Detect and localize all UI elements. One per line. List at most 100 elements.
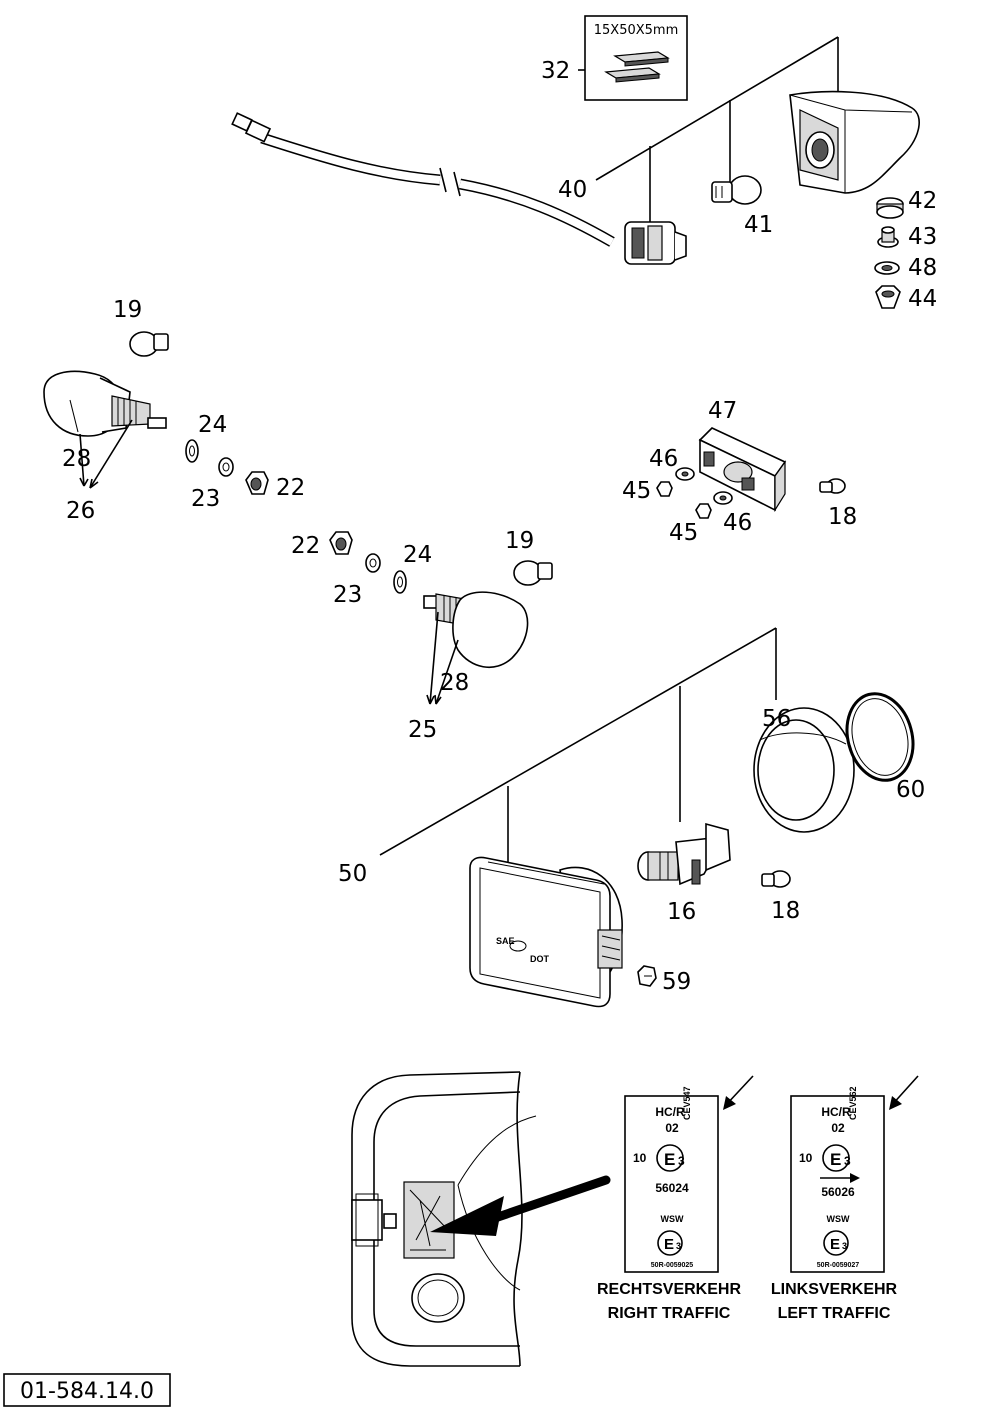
- label-e-right: E: [664, 1150, 675, 1169]
- screw-59: [637, 965, 657, 987]
- part-label-50: 50: [338, 861, 367, 887]
- seal-ring-60: [845, 692, 915, 782]
- bushing-43: [877, 226, 899, 248]
- label-approval-right: 56024: [655, 1181, 689, 1195]
- label-e-left: E: [830, 1150, 841, 1169]
- part-label-28-upper: 28: [62, 446, 91, 472]
- nut-44: [875, 285, 901, 309]
- lock-washer-23-lower: [365, 553, 381, 573]
- label-bottom-code-right: 50R-0059025: [651, 1262, 694, 1269]
- part-label-46-upper: 46: [649, 446, 678, 472]
- part-label-56: 56: [762, 706, 791, 732]
- part-label-45-lower: 45: [669, 520, 698, 546]
- part-label-44: 44: [908, 286, 937, 312]
- part-label-23-upper: 23: [191, 486, 220, 512]
- license-light-47: [698, 427, 787, 513]
- part-label-47: 47: [708, 398, 737, 424]
- part-label-18-upper: 18: [828, 504, 857, 530]
- caption-de-right: RECHTSVERKEHR: [597, 1281, 741, 1298]
- label-approval-left: 56026: [821, 1185, 855, 1199]
- label-three2-left: 3: [842, 1241, 847, 1251]
- foam-pad-upper: [613, 51, 670, 67]
- caption-en-left: LEFT TRAFFIC: [778, 1305, 891, 1322]
- drawing-code-box: 01-584.14.0: [3, 1373, 171, 1407]
- tail-light-housing: [789, 90, 920, 194]
- nut-45-lower: [695, 503, 712, 519]
- part-label-42: 42: [908, 188, 937, 214]
- part-label-19-upper: 19: [113, 297, 142, 323]
- bulb-19-lower: [513, 560, 553, 586]
- nut-45-upper: [656, 481, 673, 497]
- drawing-code: 01-584.14.0: [20, 1379, 154, 1404]
- part-label-23-lower: 23: [333, 582, 362, 608]
- part-label-16: 16: [667, 899, 696, 925]
- part-label-43: 43: [908, 224, 937, 250]
- part-label-26: 26: [66, 498, 95, 524]
- part-label-18-lower: 18: [771, 898, 800, 924]
- label-e2-left: E: [830, 1236, 840, 1253]
- label-cev-right: CEV547: [682, 1086, 692, 1120]
- washer-24-upper: [185, 439, 199, 463]
- headlight-housing-50: SAE DOT: [469, 856, 623, 1008]
- washer-46-upper: [675, 467, 695, 481]
- label-wsw-left: WSW: [827, 1214, 850, 1224]
- part-label-41: 41: [744, 212, 773, 238]
- part-label-48: 48: [908, 255, 937, 281]
- part-label-60: 60: [896, 777, 925, 803]
- nut-22-upper: [245, 471, 269, 495]
- part-label-24-upper: 24: [198, 412, 227, 438]
- label-num-right: 02: [665, 1121, 679, 1135]
- label-e2-right: E: [664, 1236, 674, 1253]
- label-cev-left: CEV562: [848, 1086, 858, 1120]
- bulb-18-lower: [761, 870, 791, 888]
- turn-signal-left: [43, 370, 167, 489]
- tail-bulb-41: [711, 175, 762, 205]
- label-bottom-code-left: 50R-0059027: [817, 1262, 860, 1269]
- label-hc-left: HC/R: [821, 1105, 851, 1119]
- nut-22-lower: [329, 531, 353, 555]
- label-ten-right: 10: [633, 1151, 647, 1165]
- part-labels: 32 40 41 42 43 48 44 19 28 26 24 23 22 4…: [62, 58, 937, 995]
- part-label-46-lower: 46: [723, 510, 752, 536]
- approval-label-right-traffic: HC/R 02 CEV547 10 E 3 56024 WSW E 3 50R-…: [597, 1075, 754, 1322]
- tail-light-socket: [624, 221, 687, 265]
- part-label-22-upper: 22: [276, 475, 305, 501]
- part-label-59: 59: [662, 969, 691, 995]
- approval-label-left-traffic: HC/R 02 CEV562 10 E 3 56026 WSW E 3 50R-…: [771, 1075, 919, 1322]
- washer-24-lower: [393, 570, 407, 594]
- part-label-25: 25: [408, 717, 437, 743]
- trim-ring-56: [753, 707, 855, 833]
- label-three-right: 3: [678, 1154, 685, 1168]
- label-hc-right: HC/R: [655, 1105, 685, 1119]
- spec-box-32: 15X50X5mm: [578, 15, 688, 101]
- svg-text:SAE: SAE: [496, 936, 515, 946]
- tail-light-wire-harness: [231, 112, 615, 247]
- headlight-bulb-16: [637, 822, 731, 886]
- part-label-22-lower: 22: [291, 533, 320, 559]
- foam-pad-lower: [604, 67, 661, 83]
- part-label-28-lower: 28: [440, 670, 469, 696]
- part-label-40: 40: [558, 177, 587, 203]
- grommet-42: [876, 197, 904, 219]
- label-wsw-right: WSW: [661, 1214, 684, 1224]
- part-label-19-lower: 19: [505, 528, 534, 554]
- label-ten-left: 10: [799, 1151, 813, 1165]
- label-three-left: 3: [844, 1154, 851, 1168]
- turn-signal-right: [423, 591, 529, 705]
- washer-48: [874, 261, 900, 275]
- headlight-detail-view: [351, 1071, 611, 1367]
- spec-box-text: 15X50X5mm: [594, 23, 679, 38]
- label-num-left: 02: [831, 1121, 845, 1135]
- part-label-24-lower: 24: [403, 542, 432, 568]
- part-label-45-upper: 45: [622, 478, 651, 504]
- caption-de-left: LINKSVERKEHR: [771, 1281, 898, 1298]
- washer-46-lower: [713, 491, 733, 505]
- caption-en-right: RIGHT TRAFFIC: [608, 1305, 731, 1322]
- bulb-19-upper: [129, 331, 169, 357]
- bulb-18-upper: [819, 478, 846, 494]
- lock-washer-23-upper: [218, 457, 234, 477]
- svg-text:DOT: DOT: [530, 954, 550, 964]
- label-three2-right: 3: [676, 1241, 681, 1251]
- part-label-32: 32: [541, 58, 570, 84]
